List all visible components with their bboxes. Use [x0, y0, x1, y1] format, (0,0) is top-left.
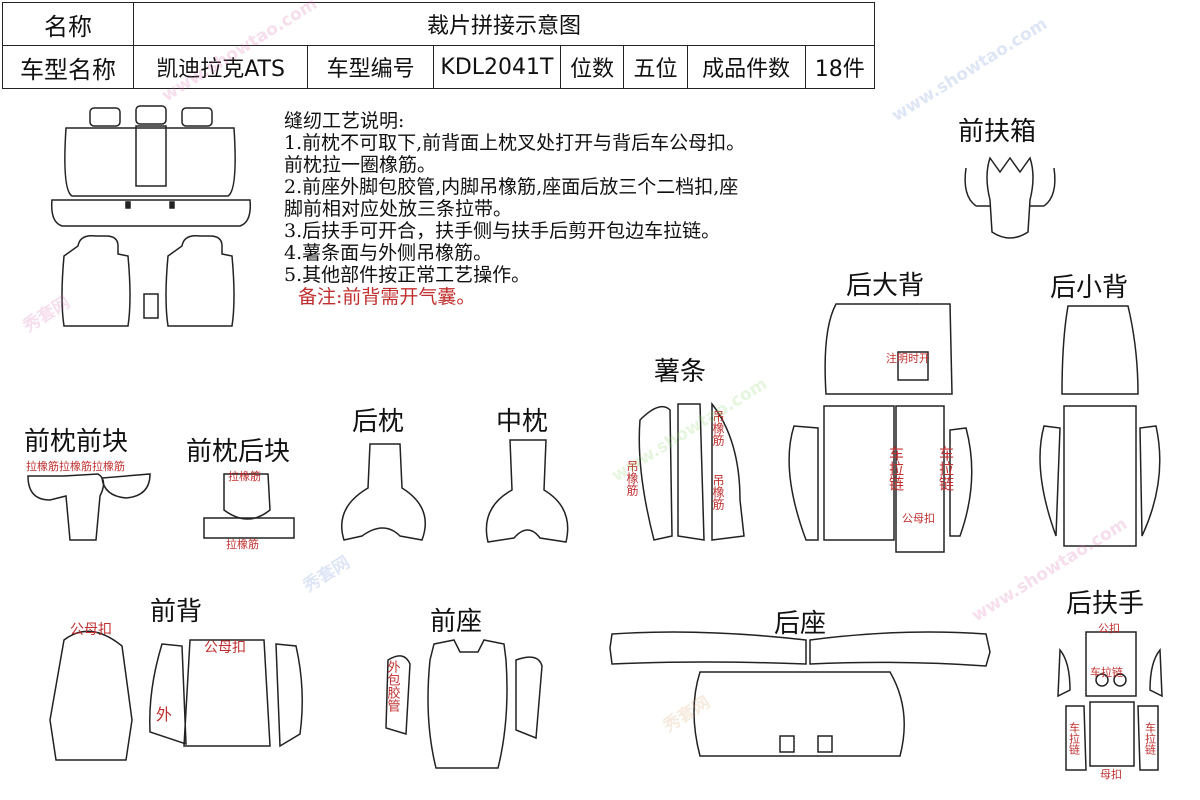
rear-armrest-piece [1057, 631, 1163, 771]
model-value: 凯迪拉克ATS [132, 45, 309, 89]
front-armrest-box-piece [964, 156, 1056, 239]
seats-label: 位数 [559, 45, 625, 89]
note-line-4: 脚前相对应处放三条拉带。 [284, 198, 513, 220]
front-pillow-back-piece [203, 473, 295, 539]
note-line-5: 3.后扶手可开合，扶手侧与扶手后剪开包边车拉链。 [284, 220, 721, 242]
label-middle-pillow: 中枕 [496, 407, 548, 437]
label-rear-big-back: 后大背 [846, 271, 924, 301]
label-fries: 薯条 [654, 357, 706, 387]
front-seat-piece [385, 639, 543, 769]
label-rear-armrest: 后扶手 [1066, 589, 1144, 619]
remark-note: 备注:前背需开气囊。 [298, 286, 476, 308]
annot-zipper-2: 车拉链 [937, 446, 955, 491]
notes-heading: 缝纫工艺说明: [284, 110, 405, 132]
label-rear-seat: 后座 [774, 609, 826, 639]
label-rear-pillow: 后枕 [352, 407, 404, 437]
annot-elastic-pull-2: 拉橡筋 [226, 537, 259, 551]
annot-elastic-pull-row: 拉橡筋拉橡筋拉橡筋 [26, 459, 125, 473]
sewing-notes: 缝纫工艺说明: 1.前枕不可取下,前背面上枕叉处打开与背后车公母扣。 前枕拉一圈… [284, 110, 745, 308]
annot-female-snap: 母扣 [1100, 767, 1122, 781]
annot-note-open: 注明时开 [886, 351, 930, 365]
note-line-1: 1.前枕不可取下,前背面上枕叉处打开与背后车公母扣。 [284, 132, 746, 154]
middle-pillow-piece [485, 439, 569, 543]
rear-bench-overview [50, 105, 252, 227]
rear-seat-piece [609, 631, 991, 757]
label-front-seat: 前座 [430, 607, 482, 637]
note-line-3: 2.前座外脚包胶管,内脚吊橡筋,座面后放三个二档扣,座 [284, 176, 739, 198]
front-seats-overview [61, 234, 235, 327]
label-front-pillow-back: 前枕后块 [186, 437, 290, 467]
annot-hang-elastic-2: 吊橡筋 [711, 410, 725, 447]
annot-snap-rear-back: 公母扣 [902, 511, 935, 525]
annot-outer-wrap-tube: 外包胶管 [385, 660, 401, 713]
note-line-7: 5.其他部件按正常工艺操作。 [284, 264, 531, 286]
annot-snap-front-back-2: 公母扣 [204, 640, 246, 656]
model-label: 车型名称 [2, 45, 134, 89]
annot-elastic-pull-1: 拉橡筋 [228, 469, 261, 483]
label-front-armrest-box: 前扶箱 [958, 117, 1036, 147]
annot-snap-front-back-1: 公母扣 [70, 622, 112, 638]
annot-zipper-armrest-right: 车拉链 [1144, 721, 1157, 755]
code-value: KDL2041T [432, 45, 561, 89]
annot-hang-elastic-1: 吊橡筋 [625, 460, 639, 497]
annot-outer: 外 [156, 705, 172, 724]
label-front-pillow-front: 前枕前块 [24, 427, 128, 457]
header-table: 名称 裁片拼接示意图 车型名称 凯迪拉克ATS 车型编号 KDL2041T 位数… [2, 2, 876, 89]
rear-small-back-piece [1039, 305, 1161, 547]
annot-zipper-armrest: 车拉链 [1090, 665, 1123, 679]
note-line-6: 4.薯条面与外侧吊橡筋。 [284, 242, 493, 264]
name-label: 名称 [2, 2, 134, 46]
rear-big-back-piece [788, 303, 973, 553]
annot-zipper-armrest-left: 车拉链 [1068, 721, 1081, 755]
pieces-value: 18件 [804, 45, 876, 89]
annot-hang-elastic-3: 吊橡筋 [711, 474, 725, 511]
label-front-back: 前背 [150, 597, 202, 627]
diagram-title: 裁片拼接示意图 [133, 2, 875, 46]
code-label: 车型编号 [307, 45, 434, 89]
pieces-label: 成品件数 [686, 45, 806, 89]
rear-pillow-piece [340, 443, 426, 541]
annot-public-snap: 公扣 [1098, 621, 1120, 635]
fries-piece [638, 401, 745, 541]
front-pillow-front-piece [27, 473, 151, 541]
front-back-piece [49, 630, 303, 761]
label-rear-small-back: 后小背 [1050, 273, 1128, 303]
note-line-2: 前枕拉一圈橡筋。 [284, 154, 437, 176]
annot-zipper-1: 车拉链 [887, 446, 905, 491]
seats-value: 五位 [623, 45, 688, 89]
